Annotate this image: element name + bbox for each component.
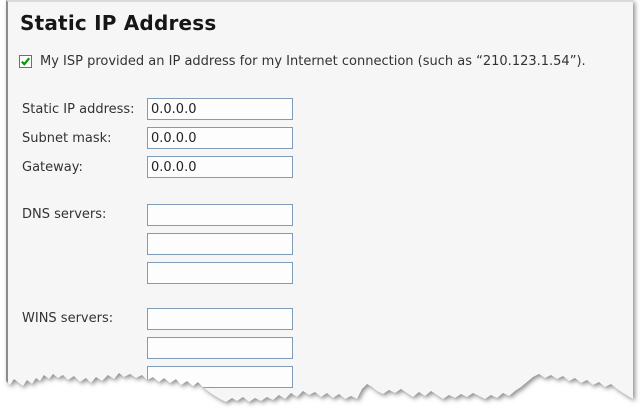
- wins-servers-group: WINS servers:: [22, 308, 633, 388]
- subnet-mask-label: Subnet mask:: [22, 130, 112, 146]
- wins-server-input-3[interactable]: [147, 366, 293, 388]
- page-title: Static IP Address: [20, 11, 217, 35]
- isp-provided-label: My ISP provided an IP address for my Int…: [40, 54, 586, 69]
- wins-servers-label: WINS servers:: [22, 311, 114, 326]
- isp-provided-checkbox[interactable]: [19, 55, 32, 68]
- gateway-input[interactable]: [147, 156, 293, 178]
- dns-server-input-2[interactable]: [147, 233, 293, 255]
- dns-servers-label: DNS servers:: [22, 207, 107, 222]
- gateway-label: Gateway:: [22, 159, 83, 175]
- subnet-mask-input[interactable]: [147, 127, 293, 149]
- static-ip-label: Static IP address:: [22, 101, 135, 117]
- settings-panel: Static IP Address My ISP provided an IP …: [6, 0, 633, 402]
- dns-servers-stack: [147, 204, 293, 284]
- dns-server-input-3[interactable]: [147, 262, 293, 284]
- wins-servers-stack: [147, 308, 293, 388]
- dns-server-input-1[interactable]: [147, 204, 293, 226]
- dns-servers-group: DNS servers:: [22, 204, 633, 284]
- wins-server-input-1[interactable]: [147, 308, 293, 330]
- gateway-row: Gateway:: [22, 156, 633, 178]
- static-ip-row: Static IP address:: [22, 98, 633, 120]
- static-ip-input[interactable]: [147, 98, 293, 120]
- isp-checkbox-row: My ISP provided an IP address for my Int…: [19, 54, 621, 69]
- wins-server-input-2[interactable]: [147, 337, 293, 359]
- check-icon: [21, 57, 31, 66]
- subnet-mask-row: Subnet mask:: [22, 127, 633, 149]
